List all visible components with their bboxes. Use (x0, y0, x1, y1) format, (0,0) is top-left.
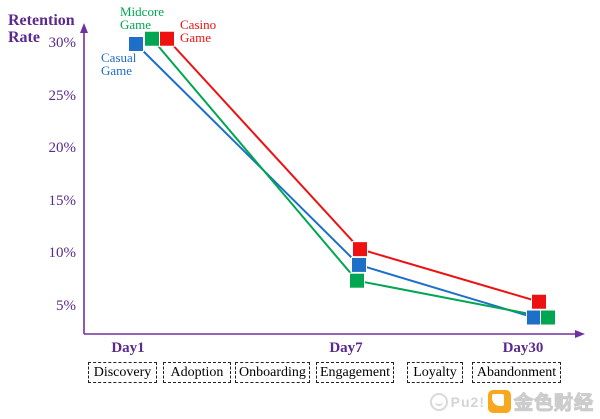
x-category-label-day7: Day7 (329, 340, 363, 356)
y-tick-label-10: 10% (48, 245, 77, 262)
x-category-label-day30: Day30 (502, 340, 544, 356)
stage-box-onboarding: Onboarding (235, 362, 310, 383)
data-point-casino-game-day1 (159, 30, 175, 47)
y-axis-title-line1: Retention (8, 12, 75, 29)
x-category-label-day1: Day1 (111, 340, 145, 356)
data-point-casual-game-day7 (351, 256, 367, 273)
data-point-midcore-game-day1 (144, 30, 160, 47)
x-axis-arrow (575, 330, 585, 338)
watermark: Pu2! 金色财经 (429, 388, 594, 415)
stage-box-loyalty: Loyalty (407, 362, 463, 383)
data-point-midcore-game-day30 (540, 309, 556, 326)
data-point-midcore-game-day7 (349, 272, 365, 289)
watermark-prefix: Pu2! (450, 393, 485, 410)
y-tick-label-5: 5% (56, 298, 76, 314)
stage-box-adoption: Adoption (163, 362, 231, 383)
series-label-casino-game: Casino Game (180, 17, 217, 45)
data-point-casino-game-day7 (352, 241, 368, 258)
stage-box-engagement: Engagement (316, 362, 394, 383)
y-axis-title-line2: Rate (8, 29, 40, 46)
stage-box-abandonment: Abandonment (472, 362, 561, 383)
series-label-midcore-game: Midcore Game (120, 4, 165, 32)
series-label-casual-game: Casual Game (101, 50, 137, 78)
series-line-casual-game (135, 43, 535, 319)
y-tick-label-30: 30% (48, 35, 77, 51)
y-tick-label-20: 20% (48, 140, 77, 157)
y-tick-label-25: 25% (48, 87, 77, 104)
stage-box-discovery: Discovery (88, 362, 157, 383)
data-point-casino-game-day30 (531, 293, 547, 310)
jinse-logo-icon (487, 390, 511, 413)
data-point-casual-game-day1 (128, 36, 144, 52)
smiley-icon (429, 392, 448, 411)
y-axis-title: Retention Rate (8, 12, 75, 46)
y-tick-label-15: 15% (48, 192, 77, 209)
data-point-casual-game-day30 (526, 309, 542, 326)
watermark-brand: 金色财经 (513, 393, 594, 415)
y-axis-arrow (80, 23, 88, 33)
